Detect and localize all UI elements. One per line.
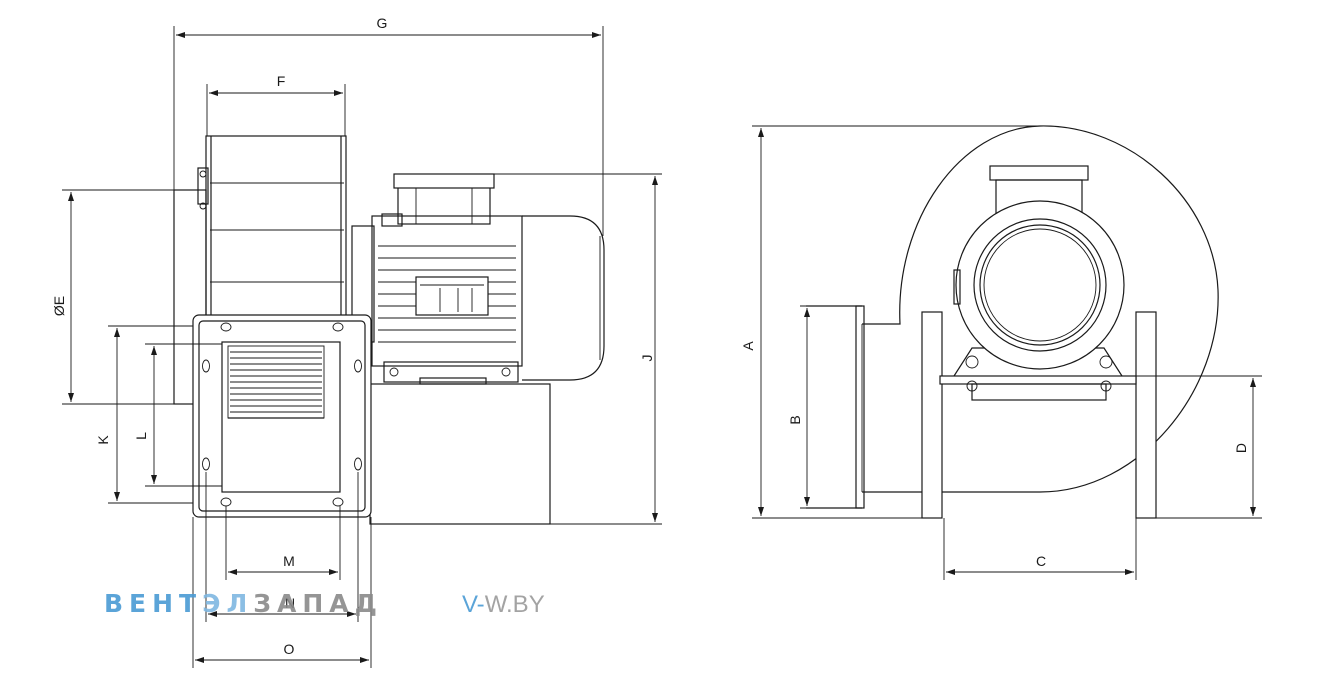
watermark-site-prefix: V- xyxy=(462,591,485,618)
watermark-part3: ЗАПАД xyxy=(253,589,383,618)
impeller-blades xyxy=(227,345,325,419)
dim-label-o: O xyxy=(284,641,295,657)
watermark: ВЕНТЭЛЗАПАД V-W.BY xyxy=(104,589,545,618)
watermark-site-rest: W.BY xyxy=(485,591,545,618)
dim-label-d: D xyxy=(1233,443,1249,453)
side-view xyxy=(62,26,662,668)
dim-label-b: B xyxy=(787,415,803,424)
motor xyxy=(351,173,605,385)
dim-label-k: K xyxy=(95,435,111,445)
svg-text:V-W.BY: V-W.BY xyxy=(462,591,545,618)
dim-label-e: ØE xyxy=(51,296,67,316)
dim-label-n: N xyxy=(285,595,295,611)
watermark-part1: ВЕНТ xyxy=(104,589,202,618)
dim-label-g: G xyxy=(377,15,388,31)
front-view xyxy=(752,125,1262,580)
svg-text:ВЕНТЭЛЗАПАД: ВЕНТЭЛЗАПАД xyxy=(104,589,383,618)
dim-label-m: M xyxy=(283,553,295,569)
dim-label-c: C xyxy=(1036,553,1046,569)
dim-label-l: L xyxy=(133,432,149,440)
dim-label-a: A xyxy=(740,341,756,351)
outlet-flange xyxy=(192,314,372,518)
watermark-part2: ЭЛ xyxy=(202,589,253,618)
dim-label-j: J xyxy=(639,355,655,362)
dim-label-f: F xyxy=(277,73,286,89)
